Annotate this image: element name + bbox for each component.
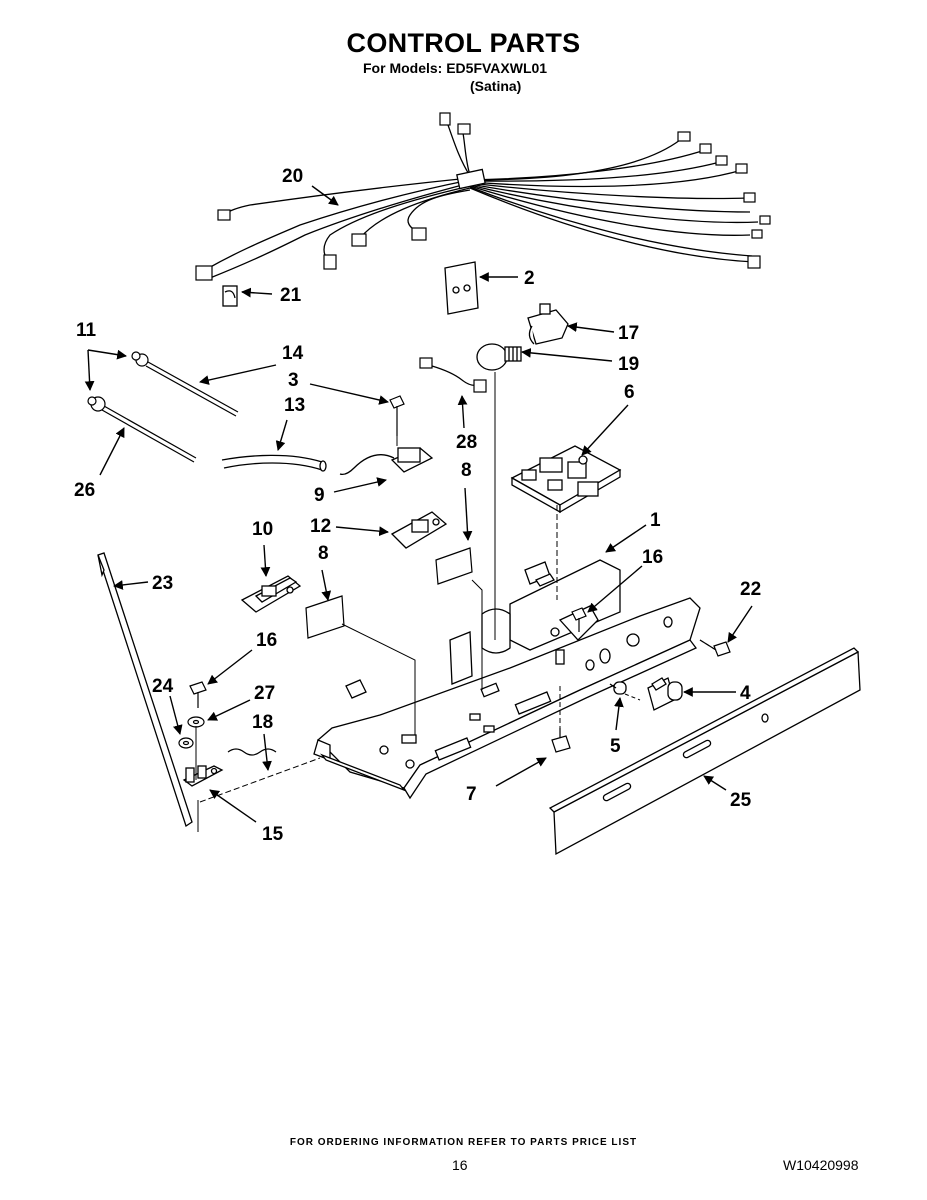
callout-14: 14 xyxy=(282,343,304,364)
screw-22 xyxy=(699,639,731,657)
wire-clip xyxy=(222,285,238,307)
screw-16-housing xyxy=(571,607,587,632)
thermistor xyxy=(339,447,434,476)
page-title: CONTROL PARTS xyxy=(346,28,581,58)
callout-15: 15 xyxy=(262,824,284,845)
callout-28: 28 xyxy=(456,432,477,453)
capillary-rod-26 xyxy=(87,396,197,463)
callout-12: 12 xyxy=(310,516,331,537)
callout-20: 20 xyxy=(282,166,303,187)
callout-3: 3 xyxy=(288,370,299,391)
foam-pad xyxy=(444,261,479,315)
model-variant: (Satina) xyxy=(470,78,522,94)
harness-connectors xyxy=(195,112,771,281)
callout-labels: 20 2 21 11 14 3 17 19 13 6 28 26 8 9 10 … xyxy=(74,166,761,845)
lamp-socket xyxy=(527,303,569,345)
screw-16-left xyxy=(189,681,207,708)
model-line: For Models: ED5FVAXWL01 xyxy=(363,60,548,76)
button-5 xyxy=(609,681,627,695)
callout-16-lower: 16 xyxy=(256,630,277,651)
callout-10: 10 xyxy=(252,519,273,540)
bracket-10 xyxy=(240,575,302,613)
callout-11: 11 xyxy=(76,320,97,341)
callout-26: 26 xyxy=(74,480,95,501)
front-panel xyxy=(548,647,861,856)
callout-1: 1 xyxy=(650,510,661,531)
document-number: W10420998 xyxy=(783,1157,859,1173)
callout-17: 17 xyxy=(618,323,639,344)
callout-19: 19 xyxy=(618,354,639,375)
switch xyxy=(647,677,683,711)
callout-13: 13 xyxy=(284,395,305,416)
label-8-left xyxy=(305,595,345,639)
callout-6: 6 xyxy=(624,382,635,403)
callout-27: 27 xyxy=(254,683,275,704)
callout-9: 9 xyxy=(314,485,325,506)
control-board xyxy=(510,445,622,514)
washer-27 xyxy=(187,716,205,728)
washer-24 xyxy=(178,737,194,749)
jumper-wire xyxy=(419,357,487,393)
ordering-note: FOR ORDERING INFORMATION REFER TO PARTS … xyxy=(289,1137,638,1148)
callout-8-upper: 8 xyxy=(461,460,472,481)
callout-4: 4 xyxy=(740,683,751,704)
callout-22: 22 xyxy=(740,579,761,600)
capillary-rod-14 xyxy=(131,351,239,417)
callout-25: 25 xyxy=(730,790,752,811)
leader-arrows xyxy=(84,185,753,823)
callout-2: 2 xyxy=(524,268,535,289)
hinge-bracket-15 xyxy=(182,765,224,787)
callout-7: 7 xyxy=(466,784,477,805)
callout-8-lower: 8 xyxy=(318,543,329,564)
screw-3 xyxy=(389,395,405,436)
light-bulb xyxy=(476,343,522,371)
callout-21: 21 xyxy=(280,285,302,306)
page-number: 16 xyxy=(452,1157,468,1173)
callout-24: 24 xyxy=(152,676,174,697)
screw-7 xyxy=(551,728,571,753)
trim-strip xyxy=(97,552,193,828)
callout-16-upper: 16 xyxy=(642,547,663,568)
callout-23: 23 xyxy=(152,573,173,594)
bracket-12 xyxy=(390,511,448,549)
label-8-right xyxy=(435,547,473,585)
drain-tube xyxy=(221,454,327,472)
callout-18: 18 xyxy=(252,712,273,733)
callout-5: 5 xyxy=(610,736,621,757)
spring-18 xyxy=(227,748,277,756)
wire-harness xyxy=(204,124,759,279)
